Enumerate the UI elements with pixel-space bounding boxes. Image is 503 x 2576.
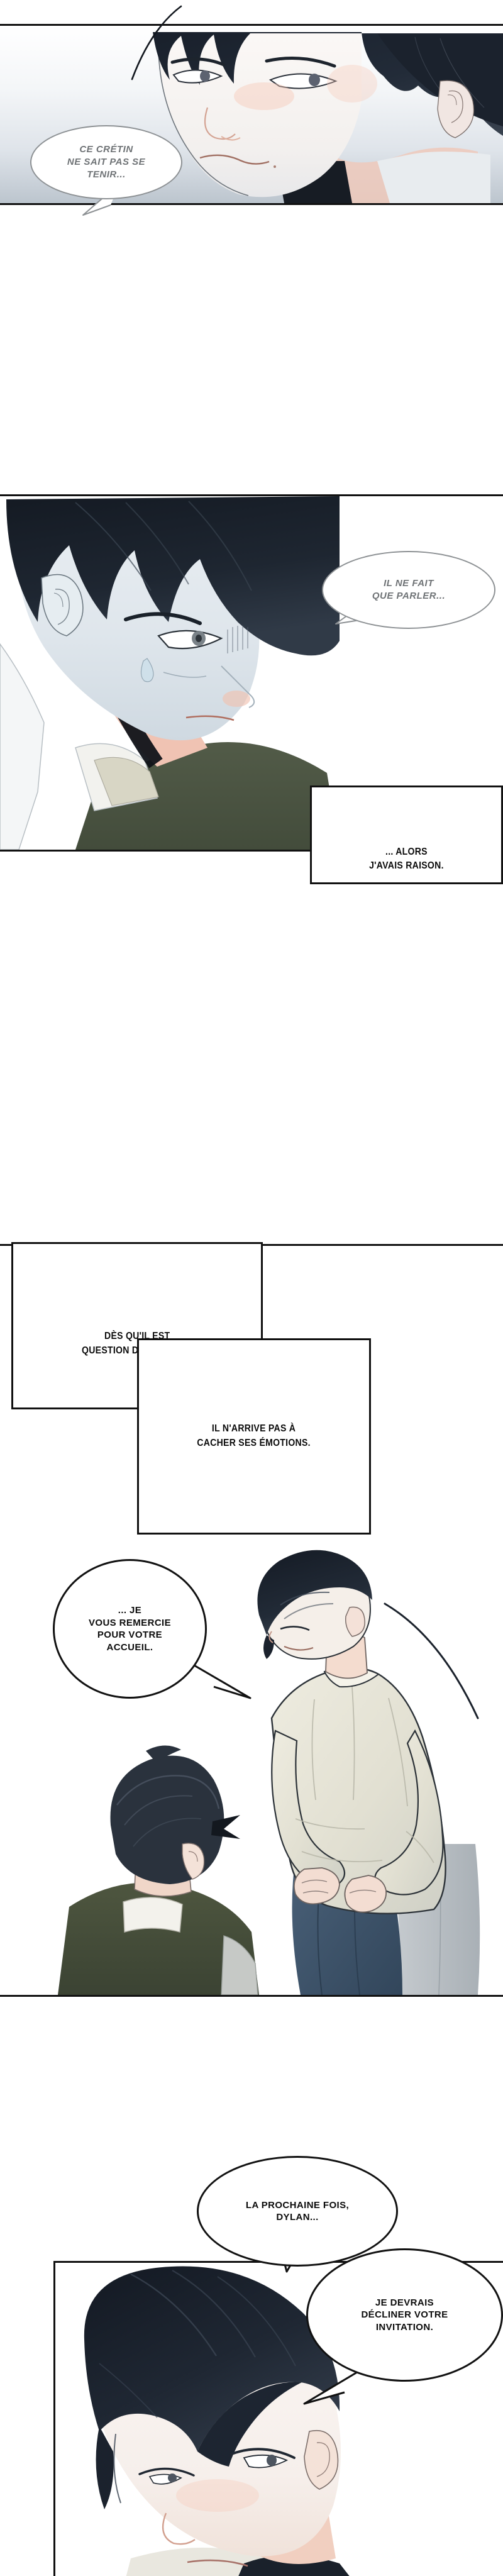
caption-line: CACHER SES ÉMOTIONS. (197, 1438, 311, 1448)
panel-2 (0, 494, 503, 852)
bubble-text-4: LA PROCHAINE FOIS, DYLAN... (246, 2199, 349, 2224)
thought-bubble-il-ne-fait[interactable]: IL NE FAIT QUE PARLER... (322, 551, 495, 629)
bubble-line: TENIR... (87, 169, 126, 180)
panel-4 (53, 2261, 503, 2576)
panel4-artwork (55, 2263, 503, 2576)
bubble-text-2: IL NE FAIT QUE PARLER... (372, 577, 445, 602)
caption-text-1: ... ALORS J'AVAIS RAISON. (369, 845, 444, 874)
bubble-text-5: JE DEVRAIS DÉCLINER VOTRE INVITATION. (361, 2297, 448, 2334)
bubble-line: JE DEVRAIS (375, 2297, 434, 2308)
speech-bubble-je-devrais[interactable]: JE DEVRAIS DÉCLINER VOTRE INVITATION. (306, 2248, 503, 2382)
bubble-line: ACCUEIL. (106, 1641, 153, 1653)
bubble-tail-5 (303, 2367, 364, 2405)
bubble-line: QUE PARLER... (372, 591, 446, 601)
caption-box-alors: ... ALORS J'AVAIS RAISON. (310, 786, 503, 884)
speech-bubble-la-prochaine-fois[interactable]: LA PROCHAINE FOIS, DYLAN... (197, 2156, 398, 2267)
caption-text-3: IL N'ARRIVE PAS À CACHER SES ÉMOTIONS. (197, 1422, 311, 1450)
bubble-line: DÉCLINER VOTRE (361, 2309, 448, 2321)
bubble-line: DYLAN... (276, 2212, 319, 2223)
caption-line: ... ALORS (385, 846, 428, 857)
thought-bubble-ce-cretin[interactable]: CE CRÉTIN NE SAIT PAS SE TENIR... (30, 125, 182, 199)
panel-3 (0, 1530, 503, 1997)
caption-line: J'AVAIS RAISON. (369, 860, 444, 872)
speech-bubble-je-vous-remercie[interactable]: ... JE VOUS REMERCIE POUR VOTRE ACCUEIL. (53, 1559, 207, 1699)
bubble-line: ... JE (118, 1605, 142, 1616)
panel3-artwork (0, 1530, 503, 1995)
bubble-line: POUR VOTRE (97, 1629, 163, 1640)
bubble-line: CE CRÉTIN (79, 144, 133, 155)
caption-line: IL N'ARRIVE PAS À (212, 1423, 296, 1435)
caption-box-narrive-pas: IL N'ARRIVE PAS À CACHER SES ÉMOTIONS. (137, 1338, 371, 1535)
bubble-line: NE SAIT PAS SE (67, 157, 146, 168)
bubble-text-1: CE CRÉTIN NE SAIT PAS SE TENIR... (67, 143, 145, 180)
bubble-tail-3 (189, 1662, 252, 1699)
bubble-line: VOUS REMERCIE (88, 1617, 172, 1628)
bubble-text-3: ... JE VOUS REMERCIE POUR VOTRE ACCUEIL. (89, 1604, 171, 1653)
bubble-line: IL NE FAIT (384, 578, 434, 589)
bubble-line: LA PROCHAINE FOIS, (245, 2199, 350, 2211)
stray-hair-strand (131, 5, 182, 80)
bubble-line: INVITATION. (375, 2321, 434, 2333)
